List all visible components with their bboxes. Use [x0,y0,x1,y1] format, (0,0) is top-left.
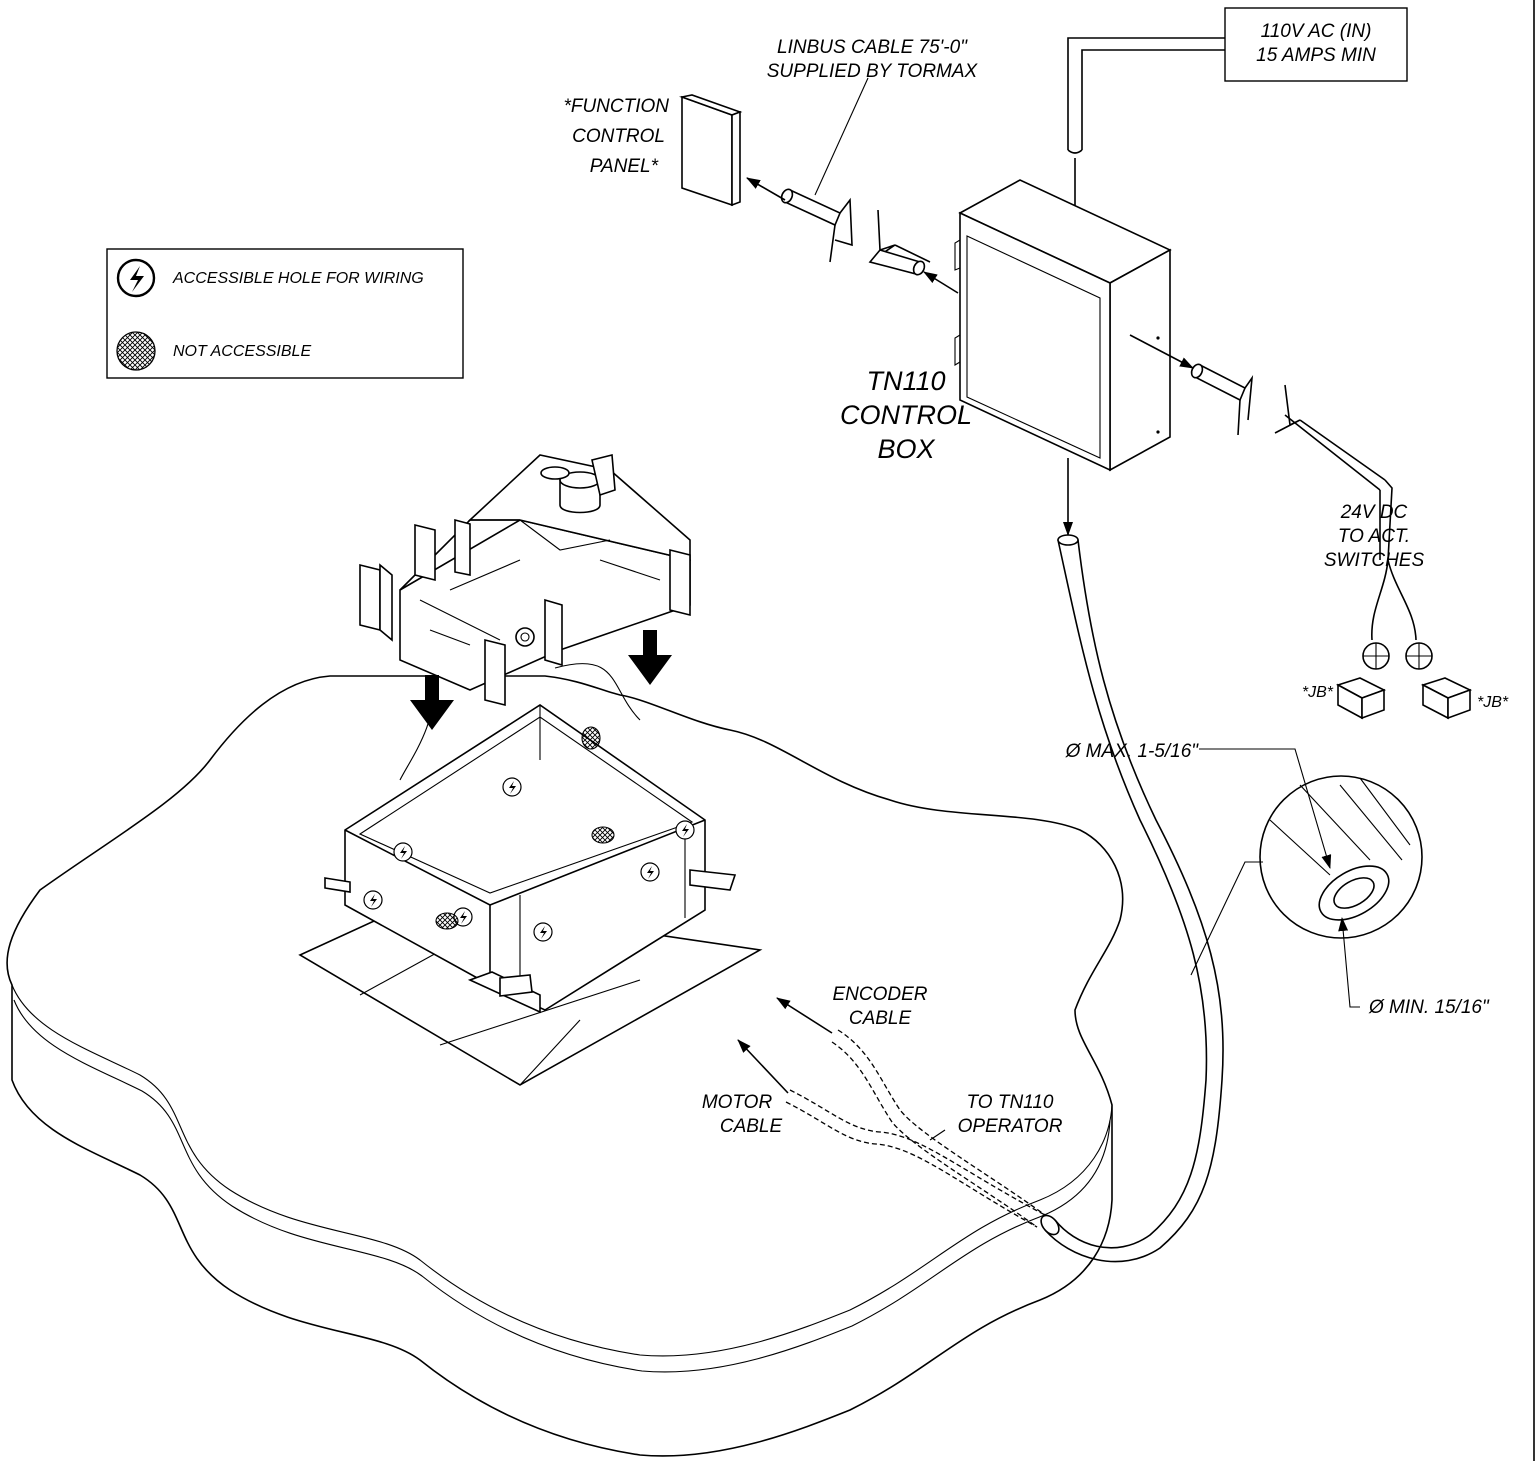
conduit-detail: Ø MAX. 1-5/16" Ø MIN. 15/16" [1065,741,1490,1018]
conduit-max-label: Ø MAX. 1-5/16" [1065,741,1200,762]
junction-box-right: *JB* [1420,677,1509,720]
operator-cables: ENCODER CABLE MOTOR CABLE TO TN110 OPERA… [702,984,1063,1228]
legend-not-accessible-label: NOT ACCESSIBLE [173,343,311,360]
dc-label-2: TO ACT. [1338,526,1410,547]
jb-right-label: *JB* [1477,694,1509,711]
control-box-label-3: BOX [877,434,935,464]
legend-accessible-label: ACCESSIBLE HOLE FOR WIRING [172,270,424,287]
drop-arrow-right [628,630,672,685]
floor-box [324,704,737,1014]
legend: ACCESSIBLE HOLE FOR WIRING NOT ACCESSIBL… [106,248,464,379]
motor-label-2: CABLE [720,1116,783,1137]
crosshatch-icon [116,331,156,371]
motor-label-1: MOTOR [702,1092,773,1113]
dc-cable: 24V DC TO ACT. SWITCHES [1129,334,1433,670]
conduit [1040,458,1224,1263]
operator-label-2: OPERATOR [958,1116,1063,1137]
lightning-icon [116,258,156,298]
linbus-label-1: LINBUS CABLE 75'-0" [777,37,968,58]
control-box-label-1: TN110 [866,366,945,396]
function-label-2: CONTROL [572,126,665,147]
function-label-1: *FUNCTION [563,96,669,117]
operator-cable-right [554,663,641,721]
drop-arrow-left [410,675,454,730]
control-box-label-2: CONTROL [840,400,972,430]
dc-label-3: SWITCHES [1324,550,1425,571]
function-label-3: PANEL* [590,156,659,177]
power-in-label-1: 110V AC (IN) [1261,21,1372,42]
power-in-label-2: 15 AMPS MIN [1256,45,1376,66]
control-box: TN110 CONTROL BOX [840,179,1172,472]
dc-label-1: 24V DC [1340,502,1408,523]
floor-slab [6,675,1124,1457]
encoder-label-1: ENCODER [832,984,927,1005]
power-in: 110V AC (IN) 15 AMPS MIN [1067,7,1408,243]
linbus-label-2: SUPPLIED BY TORMAX [767,61,979,82]
operator-label-1: TO TN110 [967,1092,1054,1113]
junction-box-left: *JB* [1302,677,1387,720]
function-control-panel: *FUNCTION CONTROL PANEL* [563,94,743,207]
jb-left-label: *JB* [1302,684,1334,701]
linbus-cable: LINBUS CABLE 75'-0" SUPPLIED BY TORMAX [746,37,979,294]
encoder-label-2: CABLE [849,1008,912,1029]
conduit-min-label: Ø MIN. 15/16" [1368,997,1490,1018]
tn110-operator [359,453,691,707]
